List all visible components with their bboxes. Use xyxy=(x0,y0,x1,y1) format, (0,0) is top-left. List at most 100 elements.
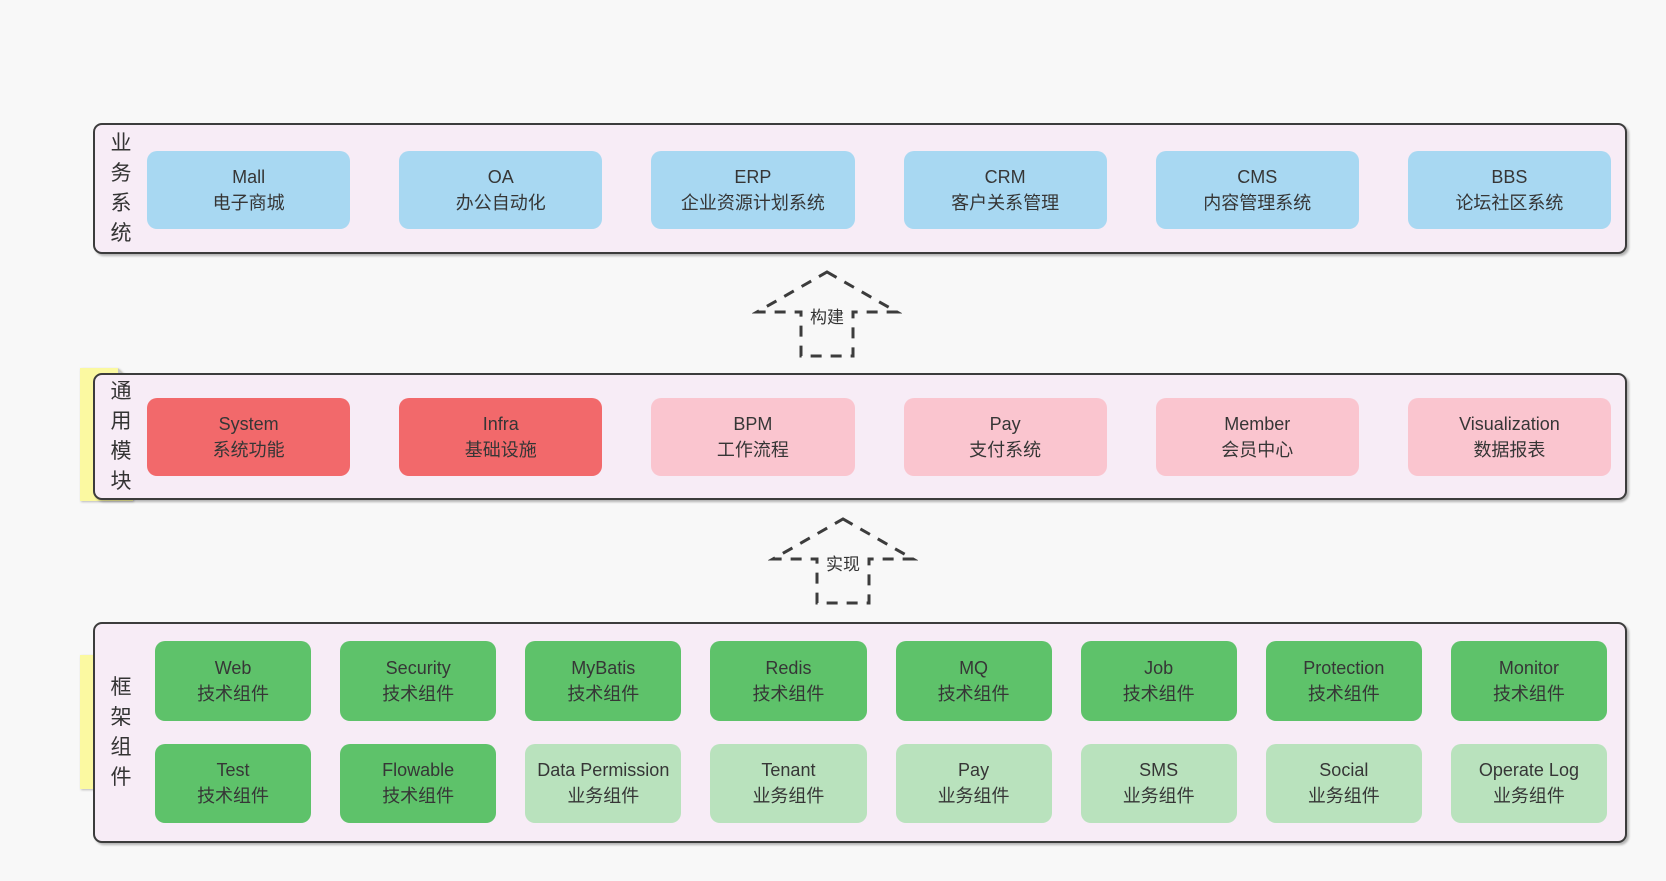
box-name: Tenant xyxy=(761,760,816,781)
business-systems-boxes: Mall 电子商城 OA 办公自动化 ERP 企业资源计划系统 CRM 客户关系… xyxy=(147,151,1612,229)
box-name: Test xyxy=(216,760,250,781)
box-desc: 技术组件 xyxy=(1122,683,1195,704)
note-built-in-features-wrap: 内置功能 xyxy=(40,368,93,501)
box-desc: 会员中心 xyxy=(1221,440,1294,460)
box-desc: 技术组件 xyxy=(382,683,455,704)
box-desc: 支付系统 xyxy=(969,440,1042,460)
box-name: Flowable xyxy=(382,760,455,781)
box-desc: 业务组件 xyxy=(567,786,640,807)
band-framework-components: 框架组件 Web 技术组件 Security 技术组件 MyBatis 技术组件… xyxy=(93,622,1627,843)
box-mybatis: MyBatis 技术组件 xyxy=(525,641,682,721)
box-desc: 技术组件 xyxy=(567,683,640,704)
box-name: Web xyxy=(214,657,252,678)
box-desc: 企业资源计划系统 xyxy=(680,193,825,213)
box-pay-component: Pay 业务组件 xyxy=(895,743,1052,823)
box-name: System xyxy=(218,414,279,434)
box-visualization: Visualization 数据报表 xyxy=(1407,398,1612,476)
box-name: BPM xyxy=(733,414,773,434)
common-modules-boxes: System 系统功能 Infra 基础设施 BPM 工作流程 Pay 支付系统… xyxy=(147,398,1612,476)
box-infra: Infra 基础设施 xyxy=(399,398,603,476)
box-name: Infra xyxy=(482,414,519,434)
box-oa: OA 办公自动化 xyxy=(399,151,603,229)
box-name: Pay xyxy=(958,760,990,781)
box-test: Test 技术组件 xyxy=(155,743,312,823)
box-name: Mall xyxy=(232,167,266,187)
box-name: CMS xyxy=(1237,167,1278,187)
box-operate-log: Operate Log 业务组件 xyxy=(1450,743,1607,823)
box-desc: 数据报表 xyxy=(1473,440,1546,460)
box-mq: MQ 技术组件 xyxy=(895,641,1052,721)
box-name: Data Permission xyxy=(537,760,670,781)
box-desc: 电子商城 xyxy=(212,193,285,213)
box-cms: CMS 内容管理系统 xyxy=(1155,151,1359,229)
box-name: Visualization xyxy=(1459,414,1560,434)
box-name: Protection xyxy=(1303,657,1385,678)
box-desc: 客户关系管理 xyxy=(951,193,1060,213)
box-desc: 技术组件 xyxy=(752,683,825,704)
box-name: Pay xyxy=(989,414,1021,434)
band-business-systems-label: 业务系统 xyxy=(110,131,132,245)
box-desc: 技术组件 xyxy=(197,683,270,704)
box-member: Member 会员中心 xyxy=(1155,398,1359,476)
box-name: Security xyxy=(385,657,451,678)
note-built-in-components-wrap: 内置组件 xyxy=(40,655,93,789)
box-desc: 内容管理系统 xyxy=(1203,193,1312,213)
box-name: CRM xyxy=(984,167,1026,187)
box-name: SMS xyxy=(1139,760,1179,781)
box-monitor: Monitor 技术组件 xyxy=(1450,641,1607,721)
band-business-systems: 业务系统 Mall 电子商城 OA 办公自动化 ERP 企业资源计划系统 CRM… xyxy=(93,123,1627,254)
box-protection: Protection 技术组件 xyxy=(1265,641,1422,721)
box-desc: 基础设施 xyxy=(464,440,537,460)
arrow-build-label: 构建 xyxy=(807,302,847,329)
box-desc: 技术组件 xyxy=(197,786,270,807)
box-name: Operate Log xyxy=(1478,760,1579,781)
arrow-implement: 实现 xyxy=(768,516,918,606)
band-common-modules: 通用模块 System 系统功能 Infra 基础设施 BPM 工作流程 Pay… xyxy=(93,373,1627,500)
box-name: MQ xyxy=(959,657,989,678)
box-name: Monitor xyxy=(1498,657,1559,678)
box-name: BBS xyxy=(1491,167,1528,187)
box-name: Social xyxy=(1319,760,1369,781)
box-sms: SMS 业务组件 xyxy=(1080,743,1237,823)
framework-components-rows: Web 技术组件 Security 技术组件 MyBatis 技术组件 Redi… xyxy=(155,641,1607,823)
up-arrow-icon xyxy=(752,270,902,358)
box-mall: Mall 电子商城 xyxy=(147,151,351,229)
box-desc: 技术组件 xyxy=(1307,683,1380,704)
box-desc: 论坛社区系统 xyxy=(1455,193,1564,213)
framework-components-row-1: Web 技术组件 Security 技术组件 MyBatis 技术组件 Redi… xyxy=(155,641,1607,721)
box-desc: 技术组件 xyxy=(937,683,1010,704)
box-desc: 业务组件 xyxy=(1307,786,1380,807)
box-pay-module: Pay 支付系统 xyxy=(903,398,1107,476)
box-bpm: BPM 工作流程 xyxy=(651,398,855,476)
band-framework-components-label: 框架组件 xyxy=(110,675,132,789)
box-desc: 办公自动化 xyxy=(455,193,546,213)
framework-components-row-2: Test 技术组件 Flowable 技术组件 Data Permission … xyxy=(155,743,1607,823)
box-tenant: Tenant 业务组件 xyxy=(710,743,867,823)
box-desc: 技术组件 xyxy=(382,786,455,807)
box-bbs: BBS 论坛社区系统 xyxy=(1407,151,1612,229)
box-desc: 业务组件 xyxy=(937,786,1010,807)
box-name: Job xyxy=(1144,657,1174,678)
box-name: MyBatis xyxy=(571,657,636,678)
box-desc: 业务组件 xyxy=(1122,786,1195,807)
box-desc: 技术组件 xyxy=(1492,683,1565,704)
box-desc: 业务组件 xyxy=(752,786,825,807)
box-web: Web 技术组件 xyxy=(155,641,312,721)
band-common-modules-label: 通用模块 xyxy=(110,379,132,493)
arrow-build: 构建 xyxy=(752,269,902,359)
box-flowable: Flowable 技术组件 xyxy=(340,743,497,823)
box-job: Job 技术组件 xyxy=(1080,641,1237,721)
box-name: ERP xyxy=(734,167,772,187)
box-name: OA xyxy=(487,167,514,187)
up-arrow-icon xyxy=(768,517,918,605)
box-desc: 业务组件 xyxy=(1492,786,1565,807)
box-security: Security 技术组件 xyxy=(340,641,497,721)
box-desc: 系统功能 xyxy=(212,440,285,460)
box-desc: 工作流程 xyxy=(716,440,789,460)
box-social: Social 业务组件 xyxy=(1265,743,1422,823)
box-name: Redis xyxy=(765,657,812,678)
arrow-implement-label: 实现 xyxy=(823,549,863,576)
box-data-permission: Data Permission 业务组件 xyxy=(525,743,682,823)
box-redis: Redis 技术组件 xyxy=(710,641,867,721)
